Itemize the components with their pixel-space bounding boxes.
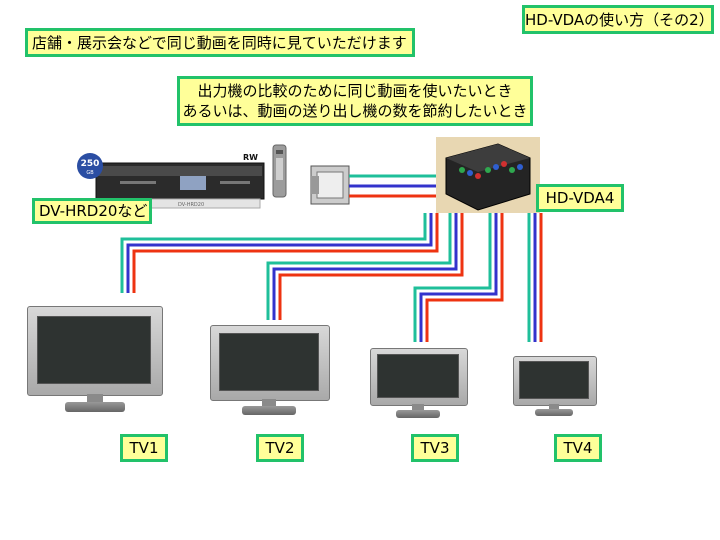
tv1-label: TV1 [120,434,168,462]
tv2-screen [219,333,319,391]
tv3-screen [377,354,459,398]
hdd-badge-icon: 250 GB [77,153,103,179]
hdd-badge-unit: GB [86,170,94,176]
title-text: HD-VDAの使い方（その2） [525,11,714,29]
tv3-image [370,348,468,420]
output-cable-tv1 [120,213,439,293]
tv1-label-text: TV1 [129,439,159,457]
purpose-line-2: あるいは、動画の送り出し機の数を節約したいとき [182,102,528,120]
output-cable-tv3 [413,213,504,342]
rw-mark: RW [243,153,258,162]
distributor-label-text: HD-VDA4 [545,189,615,207]
tv4-label: TV4 [554,434,602,462]
output-cable-tv2 [266,213,464,320]
tv1-image [27,306,163,414]
hd-vda4-device [436,137,540,213]
purpose-box: 出力機の比較のために同じ動画を使いたいとき あるいは、動画の送り出し機の数を節約… [177,76,533,126]
distributor-label: HD-VDA4 [536,184,624,212]
tv2-label-text: TV2 [265,439,295,457]
tv4-image [513,356,597,418]
tv3-label: TV3 [411,434,459,462]
scene-text: 店舗・展示会などで同じ動画を同時に見ていただけます [32,34,407,52]
scene-box: 店舗・展示会などで同じ動画を同時に見ていただけます [25,28,415,57]
tv3-label-text: TV3 [420,439,450,457]
remote-control-icon [272,144,287,198]
tv2-image [210,325,330,417]
recorder-model-text: DV-HRD20 [178,202,204,208]
recorder-label: DV-HRD20など [32,198,152,224]
hdd-badge-number: 250 [81,159,100,169]
tv4-screen [519,361,589,399]
tv2-label: TV2 [256,434,304,462]
title-box: HD-VDAの使い方（その2） [522,5,714,34]
purpose-line-1: 出力機の比較のために同じ動画を使いたいとき [197,82,513,100]
d-terminal-connector-icon [310,165,350,205]
input-cable [349,174,436,198]
recorder-device: DV-HRD20 [95,162,265,209]
recorder-label-text: DV-HRD20など [39,202,148,220]
tv4-label-text: TV4 [563,439,593,457]
tv1-screen [37,316,151,384]
output-cable-tv4 [527,213,543,342]
